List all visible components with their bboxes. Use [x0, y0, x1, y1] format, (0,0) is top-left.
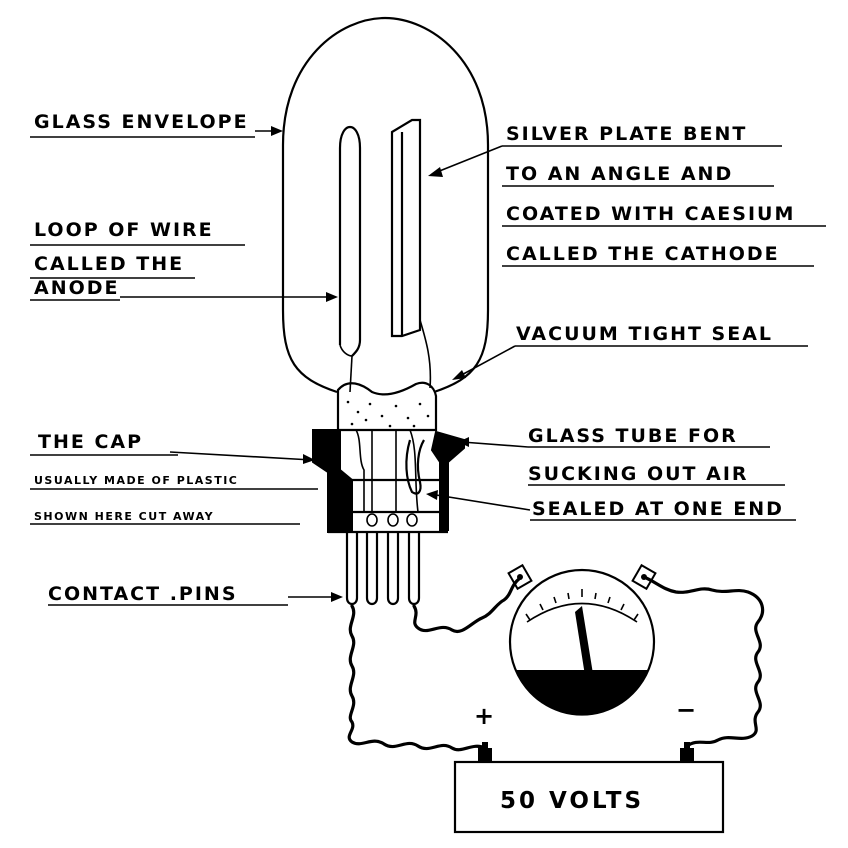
label-silver-plate-1: SILVER PLATE BENT: [506, 123, 747, 145]
meter-ticks: [525, 589, 639, 621]
label-the-cap: THE CAP: [38, 431, 143, 453]
cathode-plate: [390, 118, 422, 338]
label-usually-made: USUALLY MADE OF PLASTIC: [34, 474, 238, 487]
label-minus: −: [676, 696, 698, 724]
wire-meter-to-battery: [642, 575, 765, 748]
label-vacuum-seal: VACUUM TIGHT SEAL: [516, 323, 773, 345]
anode-loop: [338, 126, 362, 357]
label-silver-plate-2: TO AN ANGLE AND: [506, 163, 733, 185]
cap-pin-holes: [366, 513, 418, 527]
meter: [507, 563, 657, 716]
meter-scale: [526, 602, 638, 623]
exhaust-tube: [405, 439, 425, 495]
label-battery: 50 VOLTS: [500, 788, 644, 814]
label-glass-tube-2: SUCKING OUT AIR: [528, 463, 749, 485]
vacuum-seal: [336, 381, 438, 432]
battery: [453, 742, 725, 834]
wire-pin-to-battery: [347, 604, 487, 752]
leaders: [30, 126, 826, 606]
contact-pins: [345, 532, 421, 606]
cap-left: [312, 429, 353, 533]
battery-terminal-positive: [478, 742, 492, 762]
label-glass-tube-3: SEALED AT ONE END: [532, 498, 784, 520]
label-contact-pins: CONTACT .PINS: [48, 583, 238, 605]
label-plus: +: [474, 702, 496, 730]
label-glass-tube-1: GLASS TUBE FOR: [528, 425, 738, 447]
meter-dial-fill: [515, 670, 649, 716]
label-loop-of-wire: LOOP OF WIRE: [34, 219, 214, 241]
label-called-the: CALLED THE: [34, 253, 184, 275]
label-glass-envelope: GLASS ENVELOPE: [34, 111, 249, 133]
seal-stipple: [346, 400, 430, 428]
label-anode: ANODE: [34, 277, 120, 299]
wire-pin-to-meter: [412, 576, 522, 633]
glass-envelope: [281, 16, 490, 394]
label-shown-here: SHOWN HERE CUT AWAY: [34, 510, 214, 523]
label-silver-plate-4: CALLED THE CATHODE: [506, 243, 780, 265]
label-silver-plate-3: COATED WITH CAESIUM: [506, 203, 795, 225]
meter-needle: [575, 606, 594, 682]
